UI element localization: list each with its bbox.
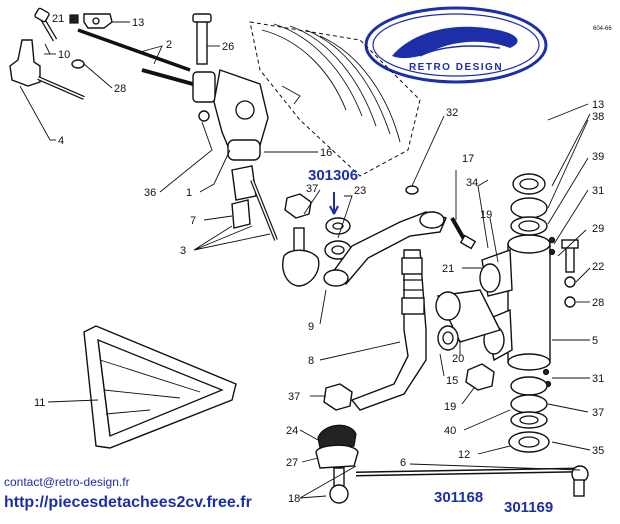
part-label-15: 15 (446, 375, 458, 387)
part-label-10: 10 (58, 49, 70, 61)
part-label-30a: 28 (114, 83, 126, 95)
bolt-17 (450, 217, 477, 250)
bushings (231, 165, 257, 229)
ring-15 (437, 325, 459, 351)
nut-36 (284, 193, 312, 219)
reference-number-301168: 301168 (434, 489, 483, 506)
reference-number-301306: 301306 (308, 167, 358, 184)
long-rods (77, 28, 201, 88)
part-label-12: 12 (458, 449, 470, 461)
bolt-29 (561, 239, 579, 273)
steering-bracket (192, 69, 269, 161)
ball-stud (329, 467, 349, 504)
contact-email[interactable]: contact@retro-design.fr (4, 475, 130, 489)
part-label-1: 1 (186, 187, 192, 199)
ball-pins (250, 179, 320, 287)
part-label-9: 9 (308, 321, 314, 333)
part-label-33: 34 (466, 177, 478, 189)
steering-arm (323, 211, 447, 287)
sleeve (435, 289, 501, 343)
washer (71, 59, 85, 69)
reference-arrow (329, 192, 339, 215)
kingpin (350, 249, 427, 411)
part-label-36a: 37 (306, 183, 318, 195)
ball-joint-arm (9, 39, 85, 100)
upper-bearing-stack (510, 173, 548, 236)
reference-number-301169: 301169 (504, 499, 553, 516)
part-label-4: 4 (58, 135, 64, 147)
part-label-24: 24 (286, 425, 298, 437)
part-label-3: 3 (180, 245, 186, 257)
washer-32 (405, 185, 419, 195)
part-label-8: 8 (308, 355, 314, 367)
clip (83, 13, 113, 29)
part-label-2: 2 (166, 39, 172, 51)
part-label-27: 27 (286, 457, 298, 469)
nut-22 (564, 276, 576, 288)
part-label-38: 37 (592, 407, 604, 419)
logo-text: RETRO DESIGN (409, 62, 503, 73)
nut-20 (465, 363, 495, 391)
washer-30 (564, 296, 576, 308)
leader-lines (19, 17, 591, 499)
part-label-19: 19 (480, 209, 492, 221)
nut-36-lower (323, 383, 353, 411)
support-plate (83, 325, 237, 449)
lower-bearing-stack (508, 376, 550, 453)
part-label-21: 20 (452, 353, 464, 365)
part-label-20: 19 (444, 401, 456, 413)
retro-design-logo: RETRO DESIGN (364, 6, 548, 84)
part-label-32: 32 (446, 107, 458, 119)
website-link[interactable]: http://piecesdetachees2cv.free.fr (4, 494, 252, 511)
part-label-31a: 31 (592, 185, 604, 197)
part-label-28b: 21 (442, 263, 454, 275)
tie-rod-pin (34, 7, 58, 42)
part-label-23: 23 (354, 185, 366, 197)
pivot-housing (479, 234, 551, 371)
part-label-40: 40 (444, 425, 456, 437)
part-label-28: 21 (52, 13, 64, 25)
part-label-13: 13 (592, 99, 604, 111)
part-label-34: 35 (592, 445, 604, 457)
part-label-39: 39 (592, 151, 604, 163)
part-label-17: 17 (462, 153, 474, 165)
part-label-7: 7 (190, 215, 196, 227)
part-label-5: 5 (592, 335, 598, 347)
part-label-36b: 37 (288, 391, 300, 403)
part-label-14: 13 (132, 17, 144, 29)
part-label-11: 11 (34, 397, 45, 409)
bolt (192, 13, 212, 65)
part-label-18: 18 (288, 493, 300, 505)
washer-35 (198, 110, 210, 122)
part-label-29: 29 (592, 223, 604, 235)
part-label-22: 22 (592, 261, 604, 273)
rubber-gaiter (249, 21, 421, 177)
part-label-6: 6 (400, 457, 406, 469)
part-labels: 21 13 10 2 26 28 4 16 36 1 7 3 37 23 32 … (34, 13, 604, 505)
dust-cap (315, 424, 359, 469)
drawing-reference: 604-66 (593, 26, 612, 32)
part-label-37: 38 (592, 111, 604, 123)
part-label-35: 36 (144, 187, 156, 199)
part-label-31b: 31 (592, 373, 604, 385)
seal-301306 (324, 217, 352, 260)
part-label-30b: 28 (592, 297, 604, 309)
part-label-26: 26 (222, 41, 234, 53)
part-label-16: 16 (320, 147, 332, 159)
